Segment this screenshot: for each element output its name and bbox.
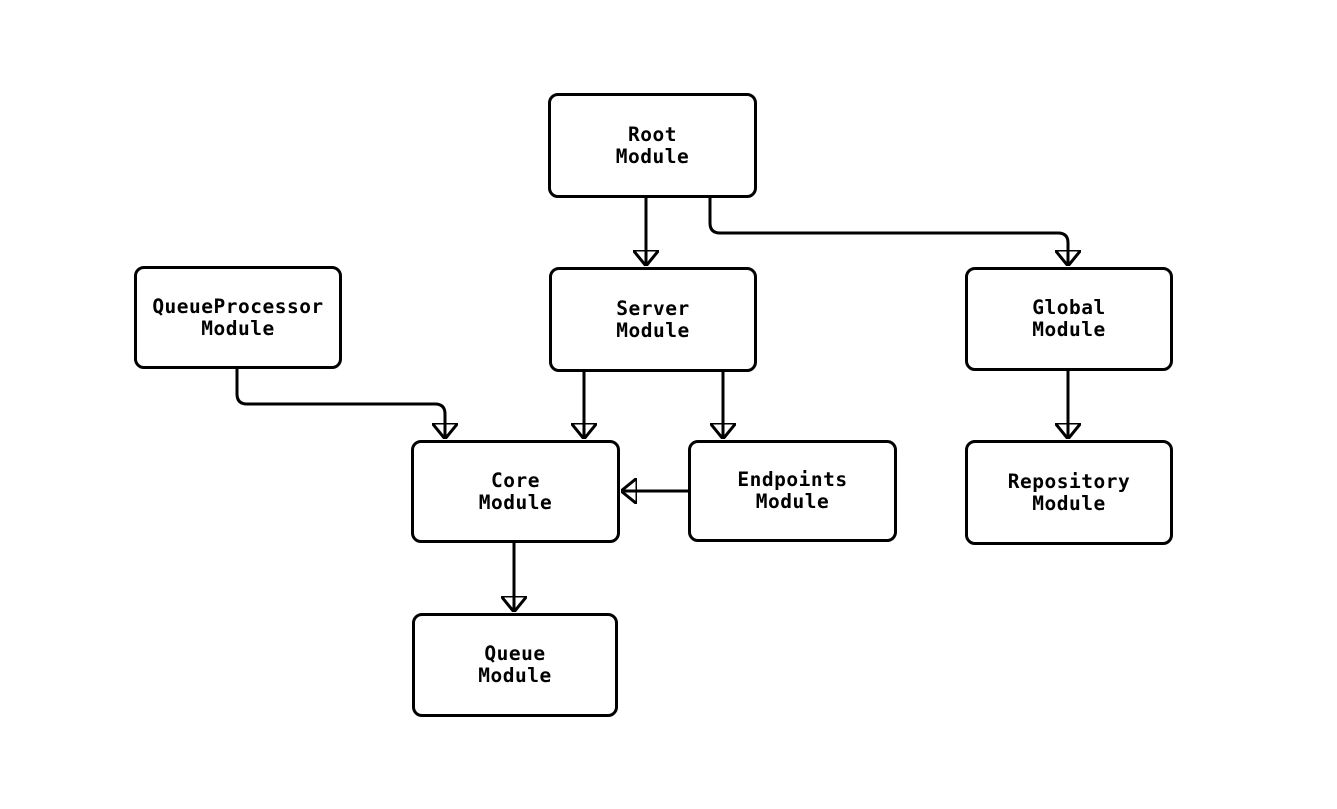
node-core-module-label: Core Module (478, 468, 553, 514)
node-endpoints-module: Endpoints Module (688, 440, 897, 542)
node-queue-module-label: Queue Module (478, 642, 552, 687)
node-server-module-label: Server Module (616, 296, 690, 342)
node-core-module: Core Module (411, 440, 620, 543)
node-queueprocessor-module-label: QueueProcessor Module (152, 294, 324, 340)
node-repository-module: Repository Module (965, 440, 1173, 545)
edge-queueprocessor-to-core (235, 369, 445, 439)
node-repository-module-label: Repository Module (1007, 469, 1131, 515)
node-root-module: Root Module (548, 93, 757, 198)
node-server-module: Server Module (549, 267, 757, 372)
node-queue-module: Queue Module (412, 613, 618, 717)
edge-root-to-global (708, 198, 1068, 266)
node-global-module: Global Module (965, 267, 1173, 371)
node-queueprocessor-module: QueueProcessor Module (134, 266, 342, 369)
node-root-module-label: Root Module (615, 122, 690, 168)
node-global-module-label: Global Module (1032, 296, 1106, 341)
node-endpoints-module-label: Endpoints Module (737, 468, 848, 513)
